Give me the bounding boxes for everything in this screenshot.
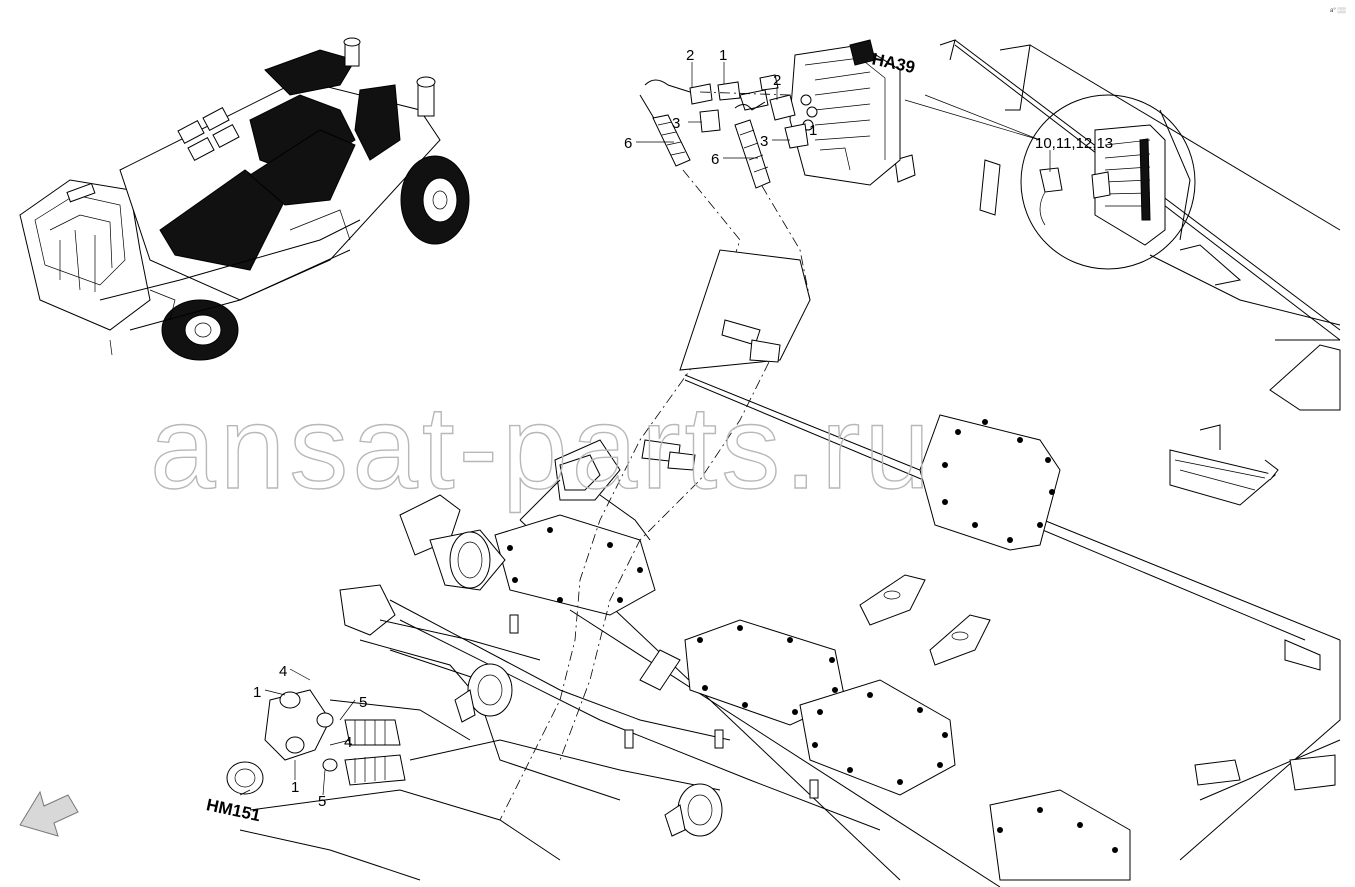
leader-lines: [239, 62, 1051, 796]
callout-top-2b: 2: [773, 72, 781, 89]
callout-top-2a: 2: [686, 47, 694, 64]
callout-top-6a: 6: [624, 135, 632, 152]
valve-block-assembly: [499, 39, 1041, 821]
callout-top-6b: 6: [711, 151, 719, 168]
callout-bot-4b: 4: [344, 734, 352, 751]
callout-detail-group: 10,11,12,13: [1035, 135, 1113, 152]
callout-top-1b: 1: [809, 122, 817, 139]
step-plates: [639, 574, 991, 691]
callout-bot-1a: 1: [253, 684, 261, 701]
corner-mark: a° ░░: [1330, 7, 1347, 14]
callout-top-3b: 3: [760, 133, 768, 150]
detail-view-circle: [1020, 94, 1196, 270]
callout-top-3a: 3: [672, 115, 680, 132]
cylinder-mount: [399, 439, 651, 591]
callout-bot-5a: 5: [359, 694, 367, 711]
machine-overview-icon: [19, 37, 470, 361]
callouts: 2 1 3 6 2 3 1 6 10,11,12,13 4 1 5 4 1 5: [253, 47, 1113, 810]
arrow-down-left-icon: [19, 790, 79, 837]
tag-motor: HM151: [205, 795, 263, 825]
callout-bot-5b: 5: [318, 793, 326, 810]
callout-top-1a: 1: [719, 47, 727, 64]
inspection-covers: [494, 414, 1131, 881]
hydraulic-assembly-bottom: [226, 584, 881, 881]
frame-outline: [519, 39, 1341, 887]
watermark: ansat-parts.ru: [150, 382, 934, 514]
callout-bot-1b: 1: [291, 779, 299, 796]
callout-bot-4a: 4: [279, 663, 287, 680]
